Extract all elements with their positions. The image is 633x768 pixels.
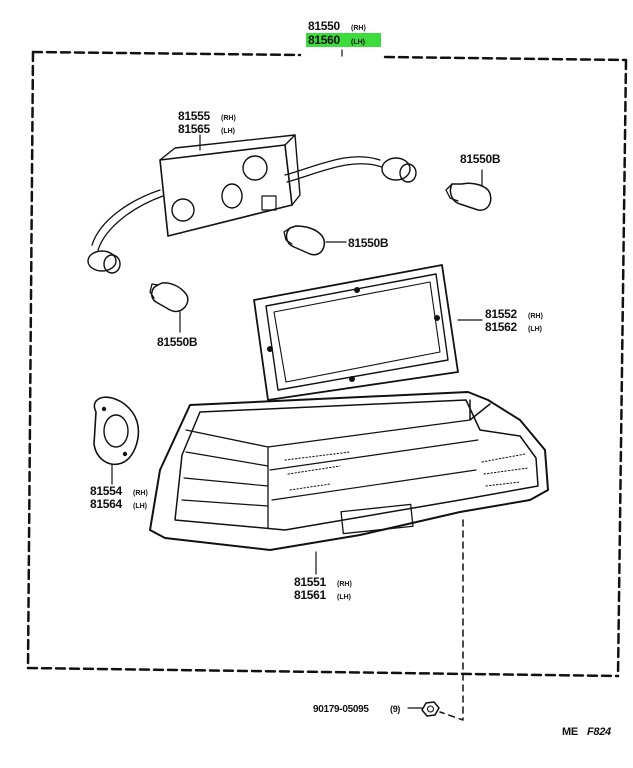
gasket-lh-tag: (LH) bbox=[528, 326, 542, 333]
nut-quantity: (9) bbox=[390, 704, 400, 714]
assembly-lh-tag: (LH) bbox=[351, 39, 365, 46]
bulb-top-right-number: 81550B bbox=[460, 152, 501, 166]
lens-rh-tag: (RH) bbox=[337, 581, 352, 588]
lens-housing-drawing bbox=[149, 391, 549, 575]
gasket-label: 81552 (RH) 81562 (LH) bbox=[485, 307, 543, 334]
lens-lh-tag: (LH) bbox=[337, 594, 351, 601]
socket-rh-tag: (RH) bbox=[221, 115, 236, 122]
assembly-rh-number: 81550 bbox=[308, 19, 340, 33]
packing-rh-tag: (RH) bbox=[133, 490, 148, 497]
figure-code: ME F824 bbox=[562, 726, 611, 738]
socket-lh-tag: (LH) bbox=[221, 128, 235, 135]
bulb-middle-number: 81550B bbox=[348, 236, 389, 250]
gasket-hole bbox=[267, 346, 273, 352]
socket-label: 81555 (RH) 81565 (LH) bbox=[178, 109, 236, 136]
socket-harness-drawing bbox=[87, 134, 417, 274]
socket-rh-number: 81555 bbox=[178, 109, 210, 123]
gasket-drawing bbox=[253, 264, 483, 401]
nut-drawing bbox=[407, 519, 464, 721]
packing-label: 81554 (RH) 81564 (LH) bbox=[90, 484, 148, 511]
assembly-rh-tag: (RH) bbox=[351, 25, 366, 32]
packing-drawing bbox=[93, 396, 140, 485]
packing-rh-number: 81554 bbox=[90, 484, 122, 498]
gasket-hole bbox=[434, 315, 440, 321]
gasket-hole bbox=[354, 287, 360, 293]
figure-code-number: F824 bbox=[587, 726, 611, 738]
lens-rh-number: 81551 bbox=[294, 575, 326, 589]
bulb-top-right-drawing bbox=[445, 169, 492, 211]
packing-lh-number: 81564 bbox=[90, 497, 122, 511]
assembly-label: 81550 (RH) 81560 (LH) bbox=[306, 19, 381, 47]
lens-label: 81551 (RH) 81561 (LH) bbox=[294, 575, 352, 602]
packing-lh-tag: (LH) bbox=[133, 503, 147, 510]
packing-hole bbox=[122, 451, 128, 457]
assembly-lh-highlight bbox=[306, 33, 381, 47]
nut-number: 90179-05095 bbox=[313, 704, 369, 715]
packing-hole bbox=[101, 406, 107, 412]
bulb-middle-drawing bbox=[283, 225, 347, 256]
gasket-rh-tag: (RH) bbox=[528, 313, 543, 320]
gasket-hole bbox=[349, 376, 355, 382]
figure-code-prefix: ME bbox=[562, 726, 578, 738]
nut-label: 90179-05095 (9) bbox=[313, 704, 401, 715]
assembly-lh-number: 81560 bbox=[308, 33, 340, 47]
lens-lh-number: 81561 bbox=[294, 588, 326, 602]
bulb-left-number: 81550B bbox=[157, 335, 198, 349]
gasket-rh-number: 81552 bbox=[485, 307, 517, 321]
socket-lh-number: 81565 bbox=[178, 122, 210, 136]
assembly-boundary bbox=[26, 49, 628, 678]
gasket-lh-number: 81562 bbox=[485, 320, 517, 334]
bulb-left-drawing bbox=[149, 282, 189, 333]
